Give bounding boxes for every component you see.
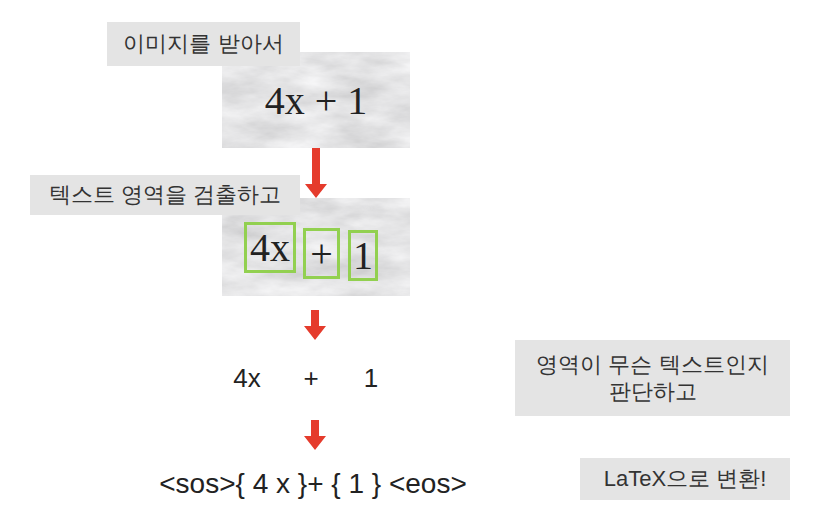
red-arrow	[305, 148, 327, 198]
step-text: 영역이 무슨 텍스트인지 판단하고	[535, 351, 771, 406]
step-text: 이미지를 받아서	[123, 30, 283, 58]
token-text: 4x	[233, 363, 260, 394]
math-text: +	[310, 230, 333, 277]
token-text: +	[303, 363, 318, 394]
detect-box: 4x	[244, 222, 296, 273]
math-text: 4x + 1	[265, 77, 368, 124]
red-arrow	[304, 420, 326, 450]
image-panel: 4x + 1	[222, 52, 410, 148]
latex-text: <sos>{ 4 x }+ { 1 } <eos>	[159, 468, 466, 500]
step-text: 텍스트 영역을 검출하고	[49, 181, 281, 209]
step-tag: 텍스트 영역을 검출하고	[30, 175, 300, 215]
step-text: LaTeX으로 변환!	[604, 465, 767, 493]
step-tag: LaTeX으로 변환!	[580, 458, 790, 500]
token-text: 1	[364, 363, 378, 394]
step-tag: 이미지를 받아서	[107, 22, 300, 66]
image-panel: 4x +1	[222, 198, 410, 343]
red-arrow	[304, 310, 326, 340]
math-text: 4x	[250, 224, 290, 271]
detect-box: 1	[348, 230, 378, 281]
step-tag: 영역이 무슨 텍스트인지 판단하고	[515, 340, 790, 416]
detect-box: +	[303, 228, 340, 279]
marble-image	[222, 52, 410, 148]
math-text: 1	[353, 232, 373, 279]
